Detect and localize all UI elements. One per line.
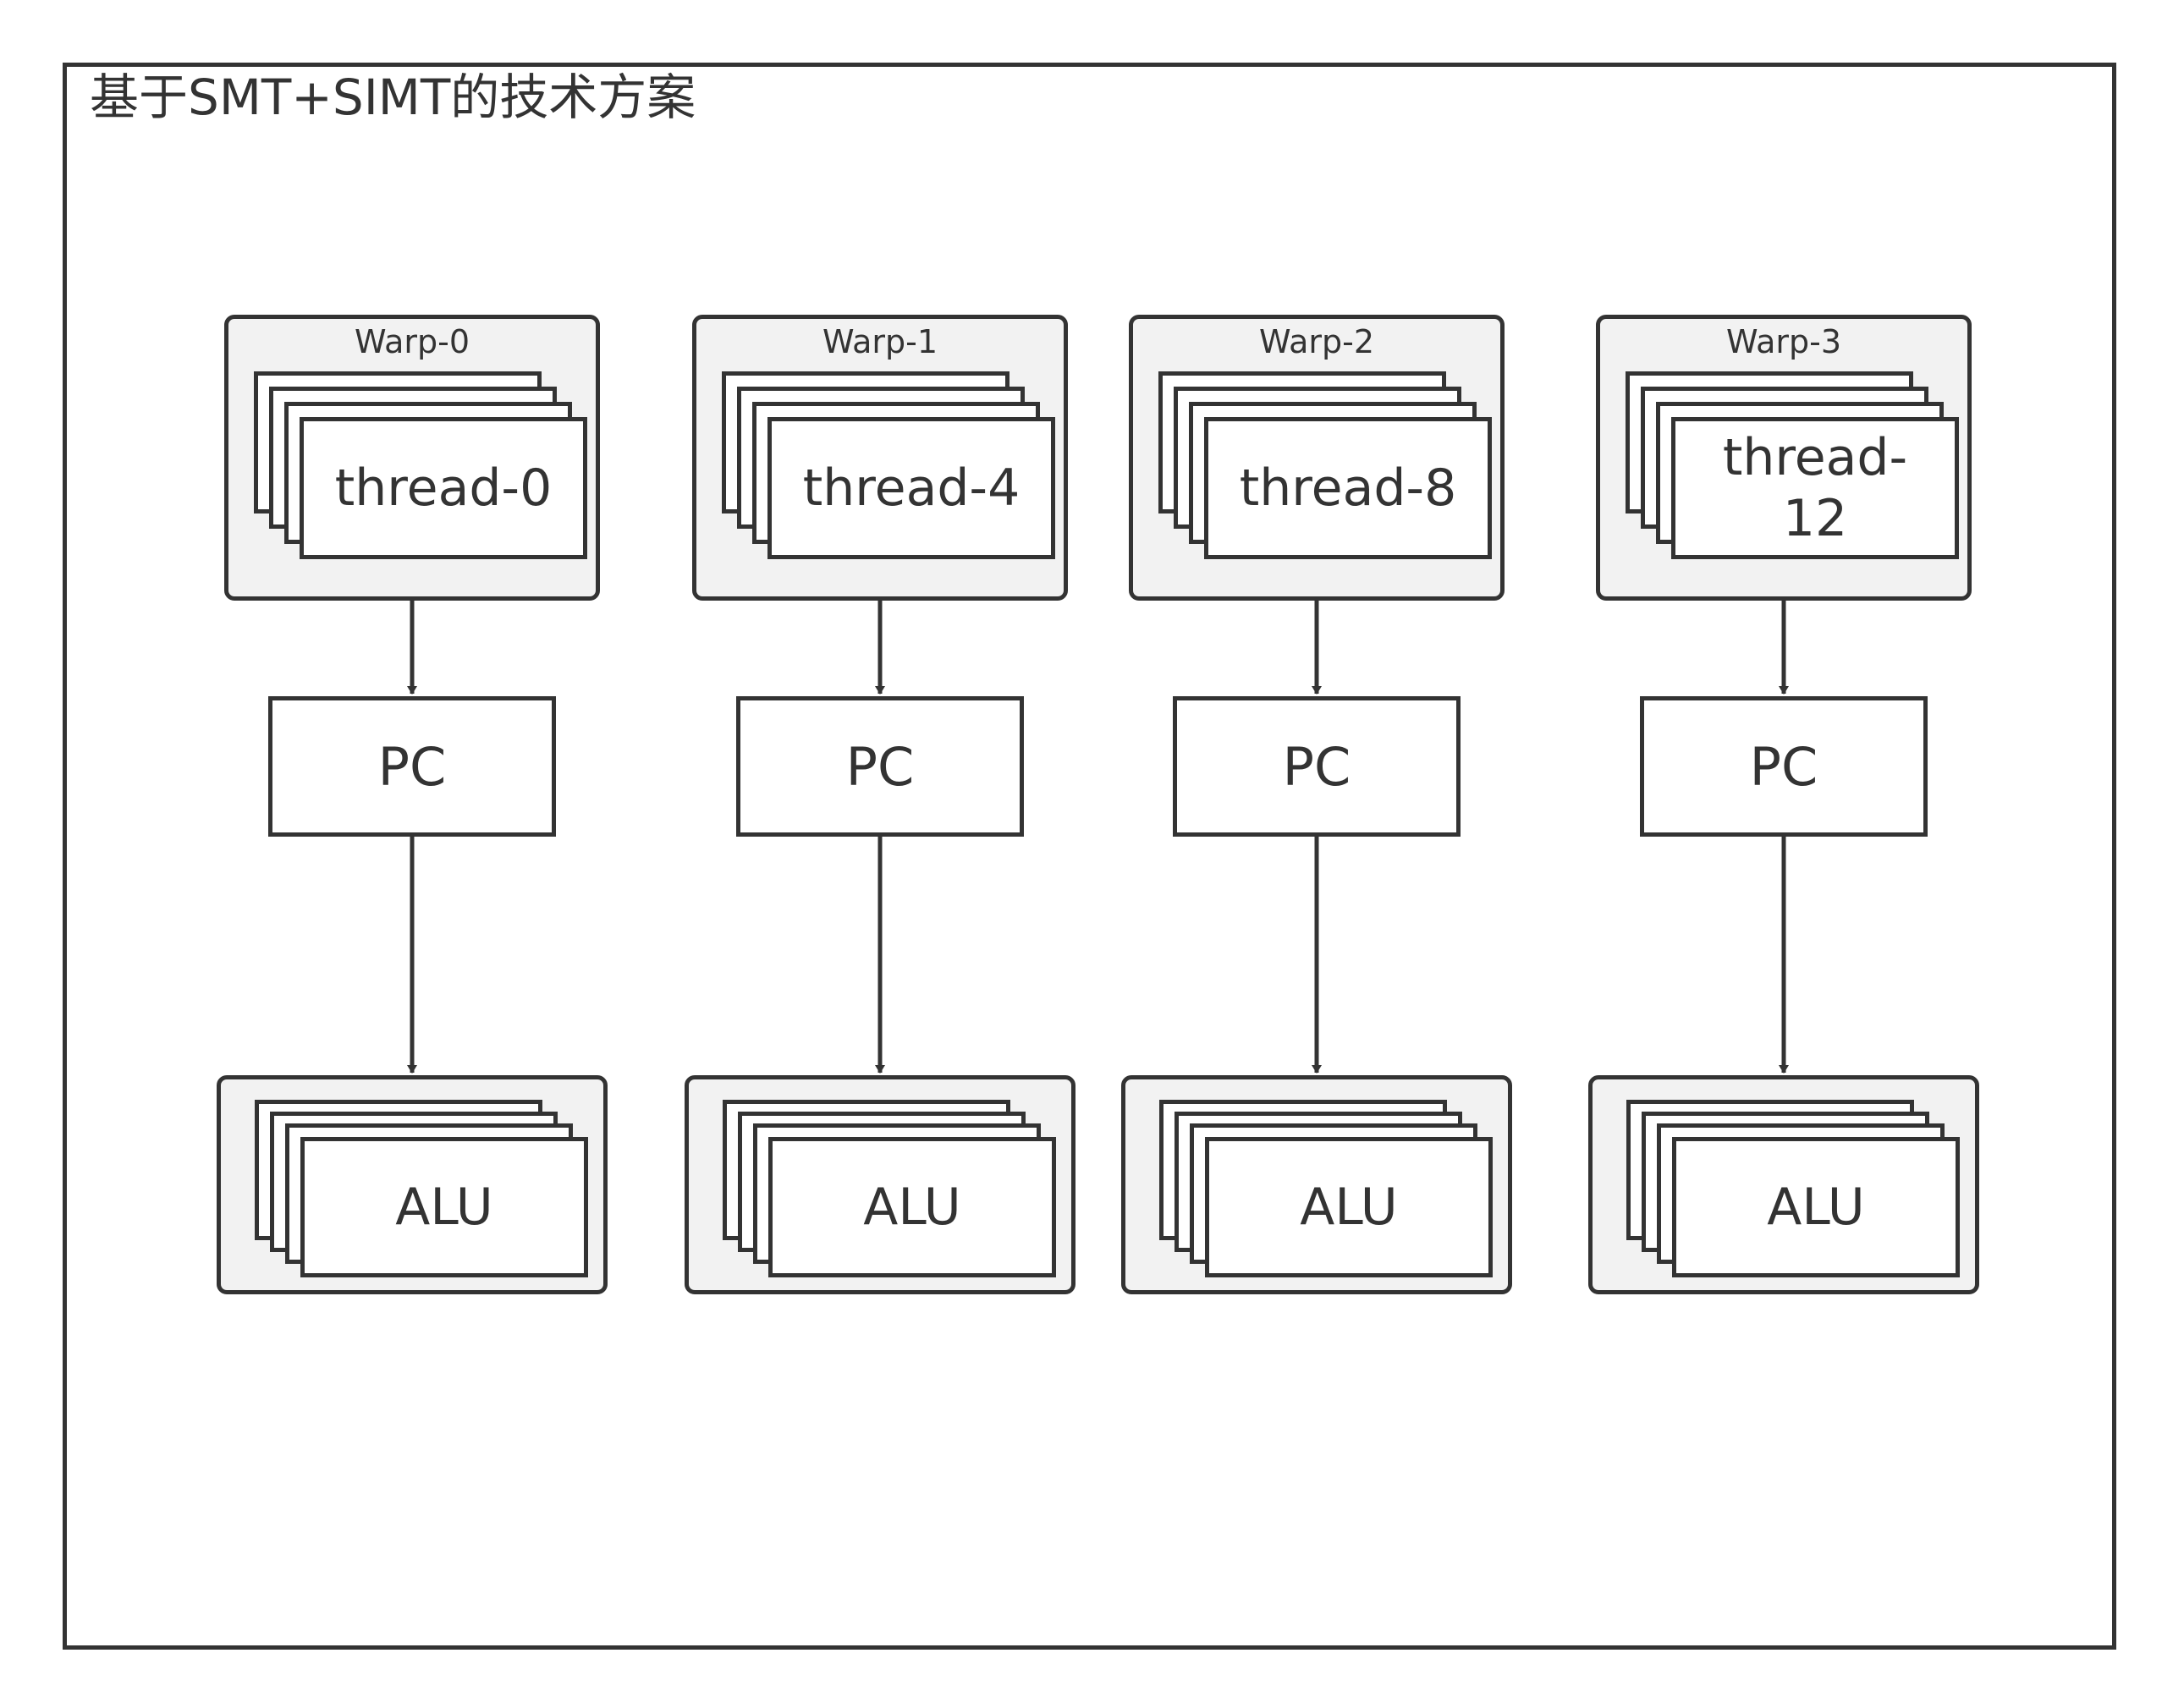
thread-card: thread-0	[300, 417, 587, 559]
thread-label: thread-12	[1703, 427, 1927, 549]
alu-group: ALU	[1588, 1075, 1979, 1294]
warp-label: Warp-3	[1600, 321, 1967, 363]
warp-label: Warp-2	[1133, 321, 1500, 363]
thread-card: thread-12	[1671, 417, 1959, 559]
warp-group: Warp-3 thread-12	[1596, 315, 1972, 601]
alu-group: ALU	[685, 1075, 1075, 1294]
alu-label: ALU	[863, 1177, 960, 1238]
warp-group: Warp-2 thread-8	[1129, 315, 1505, 601]
warp-label: Warp-0	[228, 321, 596, 363]
alu-label: ALU	[395, 1177, 492, 1238]
thread-card: thread-4	[767, 417, 1055, 559]
alu-label: ALU	[1300, 1177, 1397, 1238]
thread-card: thread-8	[1204, 417, 1492, 559]
thread-label: thread-0	[332, 458, 555, 519]
warp-label: Warp-1	[696, 321, 1064, 363]
alu-label: ALU	[1767, 1177, 1864, 1238]
pc-box: PC	[736, 696, 1024, 837]
alu-card: ALU	[768, 1137, 1056, 1277]
alu-card: ALU	[300, 1137, 588, 1277]
alu-group: ALU	[1121, 1075, 1512, 1294]
alu-card: ALU	[1672, 1137, 1960, 1277]
warp-group: Warp-1 thread-4	[692, 315, 1068, 601]
pc-box: PC	[268, 696, 556, 837]
alu-group: ALU	[217, 1075, 608, 1294]
pc-box: PC	[1173, 696, 1461, 837]
thread-label: thread-8	[1236, 458, 1460, 519]
pc-box: PC	[1640, 696, 1928, 837]
thread-label: thread-4	[800, 458, 1023, 519]
alu-card: ALU	[1205, 1137, 1493, 1277]
warp-group: Warp-0 thread-0	[224, 315, 600, 601]
